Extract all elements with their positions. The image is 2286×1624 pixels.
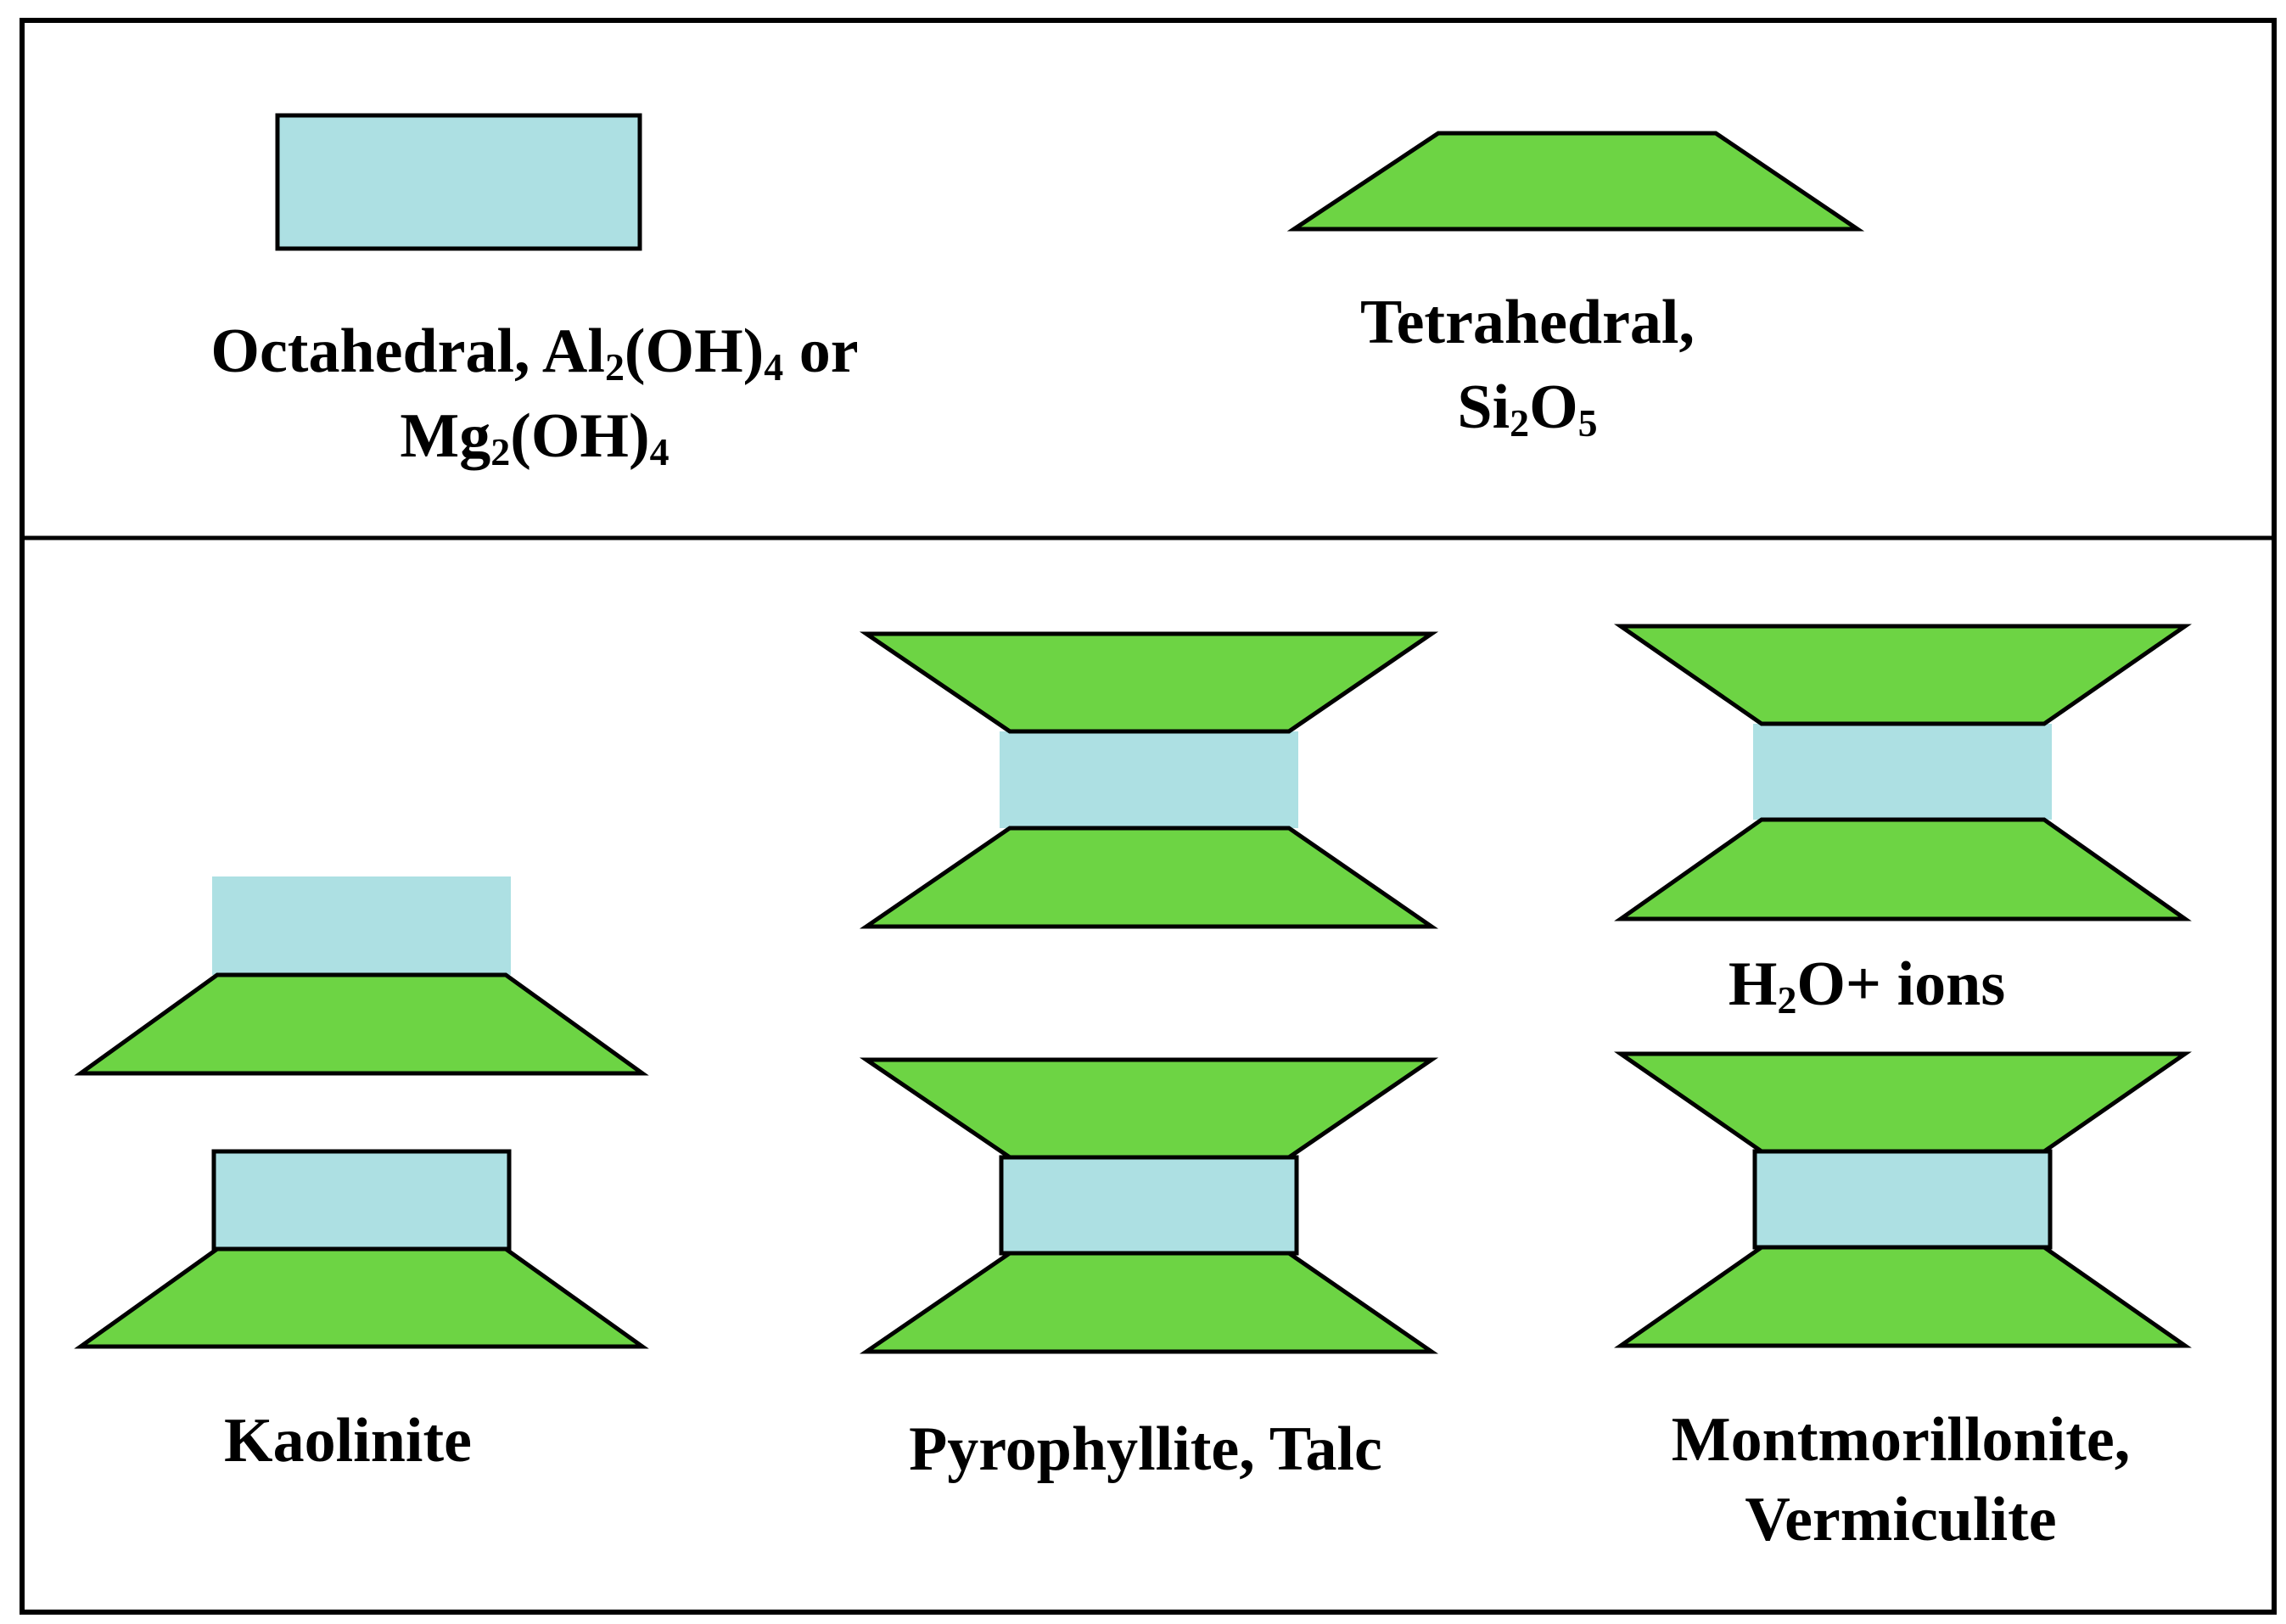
kaolinite-octahedral-sheet-upper <box>212 876 511 975</box>
kaolinite-structure <box>74 876 649 1349</box>
montmorillonite-octahedral-sheet-upper <box>1753 724 2052 820</box>
pyrophyllite-tetrahedral-sheet-upper-top <box>859 631 1439 734</box>
tetrahedral-label: Tetrahedral, Si2O5 <box>1273 280 1782 450</box>
kaolinite-octahedral-sheet-lower <box>211 1149 512 1252</box>
pyrophyllite-octahedral-sheet-upper <box>1000 731 1298 828</box>
pyrophyllite-talc-label: Pyrophyllite, Talc <box>909 1414 1382 1484</box>
montmorillonite-octahedral-sheet-lower <box>1752 1149 2053 1250</box>
kaolinite-tetrahedral-sheet-lower <box>74 1246 649 1349</box>
montmorillonite-tetrahedral-sheet-upper-top <box>1614 624 2192 726</box>
pyrophyllite-octahedral-sheet-lower <box>999 1155 1299 1256</box>
montmorillonite-tetrahedral-sheet-lower-top <box>1614 1051 2192 1154</box>
pyrophyllite-tetrahedral-sheet-lower-top <box>859 1057 1439 1160</box>
tetrahedral-legend-shape <box>1286 131 1865 232</box>
montmorillonite-tetrahedral-sheet-lower-bottom <box>1614 1245 2192 1348</box>
pyrophyllite-talc-structure <box>859 631 1439 1354</box>
montmorillonite-structure <box>1614 624 2192 1348</box>
interlayer-label: H2O+ ions <box>1728 949 2006 1022</box>
montmorillonite-label-line1: Montmorillonite, <box>1671 1405 2131 1475</box>
kaolinite-tetrahedral-sheet-upper <box>74 972 649 1076</box>
montmorillonite-label: Montmorillonite, Vermiculite <box>1578 1400 2223 1560</box>
octahedral-label-line1: Octahedral, Al2(OH)4 or <box>210 316 859 389</box>
octahedral-legend-shape <box>275 113 642 251</box>
octahedral-label: Octahedral, Al2(OH)4 or Mg2(OH)4 <box>85 309 984 479</box>
octahedral-label-line2: Mg2(OH)4 <box>400 401 670 474</box>
tetrahedral-label-line2: Si2O5 <box>1457 372 1598 445</box>
montmorillonite-label-line2: Vermiculite <box>1745 1485 2057 1554</box>
tetrahedral-label-line1: Tetrahedral, <box>1360 288 1695 357</box>
pyrophyllite-tetrahedral-sheet-upper-bottom <box>859 826 1439 929</box>
pyrophyllite-tetrahedral-sheet-lower-bottom <box>859 1251 1439 1354</box>
outer-frame <box>20 18 2277 1615</box>
kaolinite-label: Kaolinite <box>224 1406 472 1476</box>
montmorillonite-tetrahedral-sheet-upper-bottom <box>1614 817 2192 921</box>
